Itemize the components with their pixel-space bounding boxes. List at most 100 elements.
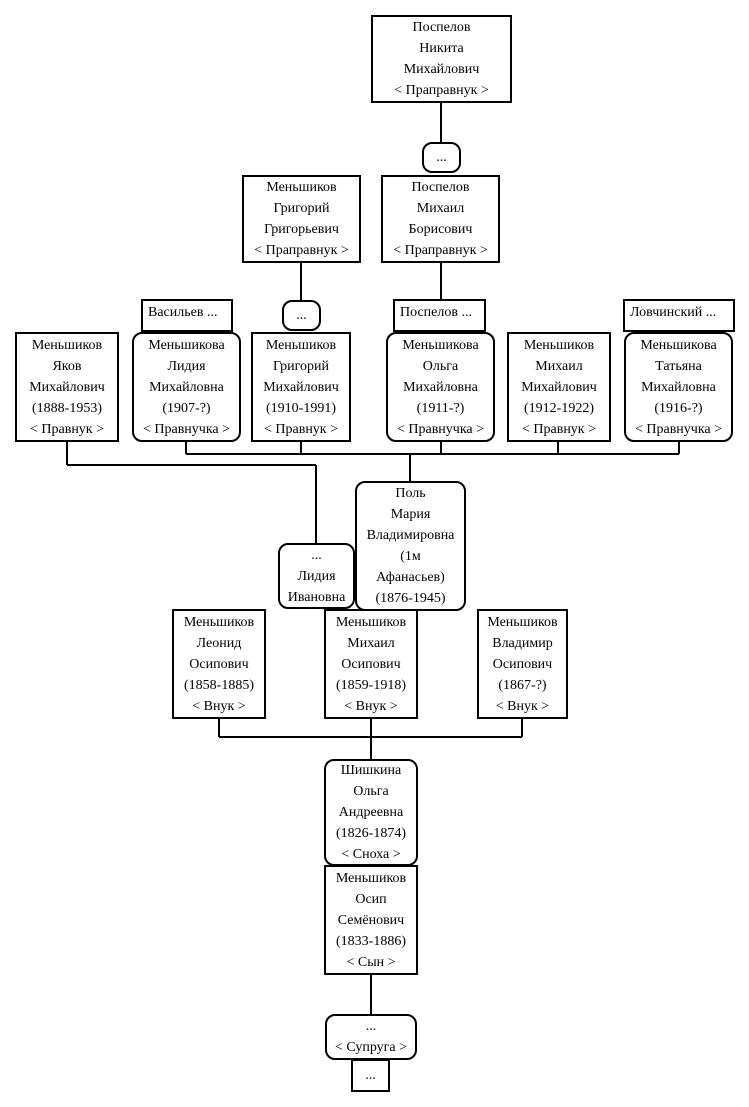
person-text-line: Михаил	[347, 635, 395, 651]
person-text-line: Меньшиков	[183, 614, 255, 630]
person-text-line: Поспелов	[411, 180, 470, 195]
person-text-line: Меньшиков	[266, 180, 337, 195]
person-text-line: Ольга	[353, 784, 389, 799]
person-text-line: Меньшикова	[148, 337, 225, 353]
person-text-line: < Праправнук >	[393, 243, 488, 258]
person-text-line: Ивановна	[287, 589, 346, 605]
spouse-box-lovchinsky[interactable]: Ловчинский ...	[623, 299, 735, 332]
person-text-line: Михайловна	[641, 379, 716, 395]
person-text-line: < Правнучка >	[142, 421, 231, 437]
person-text-line: Михайловна	[149, 379, 224, 395]
person-text-line: < Супруга >	[334, 1040, 408, 1055]
person-text-line: Михайлович	[403, 62, 480, 77]
person-text-line: Васильев ...	[148, 305, 218, 320]
person-text-line: Осипович	[492, 656, 553, 672]
person-text-line: Григорьевич	[264, 222, 339, 237]
person-text-line: (1911-?)	[416, 400, 465, 416]
person-text-line: (1907-?)	[162, 400, 211, 416]
person-text-line: Мария	[390, 507, 431, 522]
person-text-line: ...	[365, 1068, 376, 1083]
collapsed-branch-box[interactable]: ...	[422, 142, 461, 173]
collapsed-branch-box[interactable]: ...	[351, 1059, 390, 1092]
person-text-line: (1833-1886)	[336, 933, 406, 949]
person-text-line: Михаил	[416, 201, 465, 216]
spouse-box-unknown: ... < Супруга >	[325, 1014, 417, 1060]
person-text-line: Лидия	[297, 568, 336, 584]
person-text-line: < Правнук >	[29, 421, 105, 437]
person-text-line: (1912-1922)	[524, 400, 594, 416]
person-text-line: Осипович	[341, 656, 401, 672]
person-text-line: < Правнук >	[263, 421, 339, 437]
person-text-line: ...	[365, 1019, 377, 1034]
person-text-line: < Сноха >	[341, 847, 401, 862]
person-text-line: (1826-1874)	[336, 826, 406, 841]
person-text-line: Леонид	[196, 635, 242, 651]
person-text-line: ...	[436, 150, 447, 165]
person-text-line: < Внук >	[192, 698, 246, 714]
person-text-line: Осип	[355, 891, 387, 907]
person-text-line: Татьяна	[655, 358, 702, 374]
person-text-line: Владимировна	[366, 528, 455, 543]
person-text-line: Меньшикова	[640, 337, 717, 353]
person-text-line: (1916-?)	[654, 400, 703, 416]
person-text-line: Поспелов	[412, 20, 471, 35]
person-text-line: (1888-1953)	[32, 400, 102, 416]
person-text-line: Поспелов ...	[400, 305, 472, 320]
person-text-line: Меньшиков	[523, 337, 595, 353]
person-text-line: < Правнук >	[521, 421, 597, 437]
person-text-line: Семёнович	[337, 912, 405, 928]
person-text-line: Ольга	[422, 358, 459, 374]
person-text-line: Поль	[395, 486, 426, 501]
person-text-line: Борисович	[408, 222, 473, 237]
person-text-line: Лидия	[167, 358, 206, 374]
person-text-line: (1910-1991)	[266, 400, 336, 416]
person-text-line: ...	[311, 547, 322, 563]
person-text-line: Андреевна	[338, 805, 404, 820]
person-text-line: (1867-?)	[498, 677, 547, 693]
person-text-line: Меньшиков	[487, 614, 558, 630]
person-text-line: Михаил	[535, 358, 583, 374]
person-text-line: < Правнучка >	[634, 421, 723, 437]
person-text-line: Григорий	[272, 358, 330, 374]
person-text-line: (1859-1918)	[336, 677, 406, 693]
person-text-line: Меньшиков	[335, 870, 407, 886]
collapsed-branch-box[interactable]: ...	[282, 300, 321, 331]
person-text-line: < Сын >	[346, 954, 396, 970]
person-text-line: Григорий	[273, 201, 330, 216]
person-text-line: Меньшиков	[335, 614, 407, 630]
person-text-line: (1858-1885)	[184, 677, 254, 693]
person-text-line: < Правнучка >	[396, 421, 485, 437]
person-text-line: Осипович	[189, 656, 249, 672]
person-text-line: Никита	[419, 41, 464, 56]
person-text-line: < Праправнук >	[254, 243, 349, 258]
person-text-line: Афанасьев)	[376, 570, 445, 585]
person-text-line: Михайлович	[521, 379, 597, 395]
person-text-line: Владимир	[492, 635, 553, 651]
spouse-box-pospelov[interactable]: Поспелов ...	[393, 299, 486, 332]
person-text-line: Яков	[52, 358, 82, 374]
spouse-box-vasilyev[interactable]: Васильев ...	[141, 299, 233, 332]
person-text-line: Меньшикова	[402, 337, 479, 353]
person-text-line: Ловчинский ...	[630, 305, 717, 320]
person-text-line: Меньшиков	[265, 337, 337, 353]
person-text-line: Михайлович	[263, 379, 339, 395]
person-text-line: (1876-1945)	[375, 591, 446, 606]
person-text-line: Михайлович	[29, 379, 105, 395]
